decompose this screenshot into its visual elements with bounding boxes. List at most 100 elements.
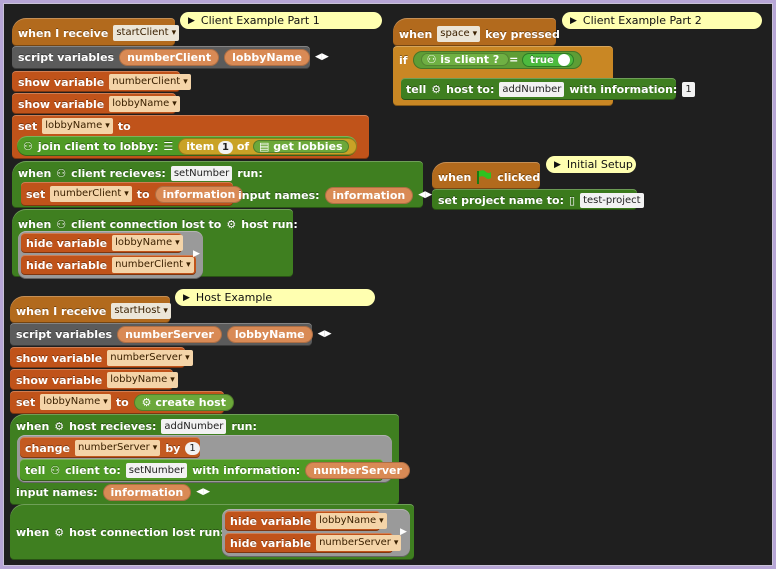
- variable-dropdown[interactable]: lobbyName: [42, 118, 113, 134]
- hide-variable-numberclient-block[interactable]: hide variable numberClient: [21, 255, 196, 275]
- message-dropdown[interactable]: startHost: [111, 303, 171, 319]
- numberserver-variable[interactable]: numberServer: [305, 461, 410, 479]
- when-i-receive-startclient-block[interactable]: when I receive startClient: [12, 18, 180, 46]
- block-label: set project name to:: [438, 193, 565, 207]
- collapse-triangle-icon[interactable]: ▶: [570, 15, 577, 26]
- expand-arrow-icon[interactable]: ▶: [400, 527, 407, 537]
- script-variables-host-block[interactable]: script variables numberServer lobbyName …: [10, 323, 332, 346]
- is-client-predicate[interactable]: ⚇ is client ?: [420, 52, 510, 66]
- when-key-pressed-block[interactable]: when space key pressed: [393, 18, 560, 46]
- hide-variable-lobbyname-host-block[interactable]: hide variable lobbyName: [225, 511, 387, 531]
- message-slot[interactable]: setNumber: [170, 165, 233, 181]
- true-toggle[interactable]: true: [522, 53, 574, 68]
- hide-variables-ring[interactable]: hide variable lobbyName hide variable nu…: [18, 231, 203, 279]
- block-label: clicked: [497, 170, 541, 184]
- set-project-name-block[interactable]: set project name to: ▯ test-project: [432, 189, 644, 210]
- set-numberclient-block[interactable]: set numberClient to information: [21, 182, 244, 206]
- scripts-canvas[interactable]: ▶ Client Example Part 1 when I receive s…: [4, 4, 772, 565]
- when-client-connection-lost-block[interactable]: when ⚇ client connection lost to ⚙ host …: [12, 209, 298, 279]
- item-of-reporter[interactable]: item 1 of ▤ get lobbies: [178, 137, 357, 155]
- variable-dropdown[interactable]: lobbyName: [40, 394, 111, 410]
- variable-dropdown[interactable]: numberServer: [74, 440, 161, 456]
- variable-dropdown[interactable]: lobbyName: [109, 96, 180, 112]
- message-dropdown[interactable]: startClient: [113, 25, 180, 41]
- variable-numberserver[interactable]: numberServer: [117, 325, 222, 343]
- database-icon: ☰: [163, 139, 174, 153]
- tell-host-block[interactable]: tell ⚙ host to: addNumber with informati…: [401, 78, 695, 100]
- input-name-information[interactable]: information: [324, 186, 414, 204]
- variable-lobbyname[interactable]: lobbyName: [226, 325, 313, 343]
- block-label: hide variable: [26, 236, 108, 250]
- set-lobbyname-host-block[interactable]: set lobbyName to ⚙ create host: [10, 391, 234, 414]
- comment-initial-setup[interactable]: ▶ Initial Setup: [546, 156, 636, 173]
- expand-arrows-icon[interactable]: ◀▶: [418, 190, 433, 200]
- join-client-to-lobby-reporter[interactable]: ⚇ join client to lobby: ☰ item 1 of ▤ ge…: [17, 136, 357, 156]
- tell-client-block[interactable]: tell ⚇ client to: setNumber with informa…: [20, 459, 410, 481]
- variable-numberclient[interactable]: numberClient: [119, 48, 220, 66]
- show-variable-numberserver-block[interactable]: show variable numberServer: [10, 347, 193, 368]
- network-sprite-icon: ⚇: [50, 463, 61, 477]
- variable-dropdown[interactable]: numberClient: [109, 74, 191, 90]
- collapse-triangle-icon[interactable]: ▶: [188, 15, 195, 26]
- when-host-receives-block[interactable]: when ⚙ host recieves: addNumber run: cha…: [10, 414, 410, 505]
- block-label: tell: [406, 82, 427, 96]
- comment-client-part2[interactable]: ▶ Client Example Part 2: [562, 12, 762, 29]
- message-slot[interactable]: setNumber: [125, 462, 188, 478]
- message-slot[interactable]: addNumber: [499, 81, 565, 97]
- hide-variable-numberserver-host-block[interactable]: hide variable numberServer: [225, 533, 402, 553]
- change-numberserver-block[interactable]: change numberServer by 1: [20, 437, 200, 458]
- block-label: if: [399, 53, 408, 67]
- variable-lobbyname[interactable]: lobbyName: [224, 48, 310, 66]
- comment-client-part1[interactable]: ▶ Client Example Part 1: [180, 12, 382, 29]
- block-label: show variable: [18, 97, 105, 111]
- collapse-triangle-icon[interactable]: ▶: [183, 292, 190, 303]
- expand-arrows-icon[interactable]: ◀▶: [314, 52, 329, 62]
- variable-dropdown[interactable]: lobbyName: [107, 372, 178, 388]
- collapse-triangle-icon[interactable]: ▶: [554, 159, 561, 170]
- show-variable-lobbyname-block[interactable]: show variable lobbyName: [12, 93, 180, 114]
- input-name-information[interactable]: information: [102, 483, 192, 501]
- block-label: by: [165, 441, 181, 455]
- when-flag-clicked-block[interactable]: when clicked: [432, 162, 540, 189]
- show-variable-lobbyname-host-block[interactable]: show variable lobbyName: [10, 369, 178, 390]
- comment-host-example[interactable]: ▶ Host Example: [175, 289, 375, 306]
- information-variable[interactable]: information: [154, 185, 244, 203]
- get-lobbies-reporter[interactable]: get lobbies: [273, 139, 343, 153]
- variable-dropdown[interactable]: numberServer: [107, 350, 193, 366]
- comment-text: Initial Setup: [566, 158, 633, 171]
- variable-dropdown[interactable]: lobbyName: [112, 235, 183, 251]
- equals-predicate[interactable]: ⚇ is client ? = true: [412, 50, 582, 70]
- when-host-connection-lost-block[interactable]: when ⚙ host connection lost run: hide va…: [10, 504, 414, 560]
- block-label: tell: [25, 463, 46, 477]
- block-label: to: [115, 395, 129, 409]
- network-sprite-icon: ⚇: [56, 217, 67, 231]
- script-variables-client-block[interactable]: script variables numberClient lobbyName …: [12, 46, 329, 69]
- set-lobbyname-block[interactable]: set lobbyName to ⚇ join client to lobby:…: [12, 115, 369, 159]
- hide-variable-lobbyname-block[interactable]: hide variable lobbyName: [21, 233, 183, 253]
- expand-arrows-icon[interactable]: ◀▶: [196, 487, 211, 497]
- variable-dropdown[interactable]: lobbyName: [316, 513, 387, 529]
- variable-dropdown[interactable]: numberClient: [50, 186, 132, 202]
- block-label: input names:: [238, 188, 320, 202]
- change-by-slot[interactable]: 1: [185, 441, 200, 455]
- when-i-receive-starthost-block[interactable]: when I receive startHost: [10, 296, 171, 323]
- when-client-receives-block[interactable]: when ⚇ client recieves: setNumber run: s…: [12, 161, 432, 208]
- information-slot[interactable]: 1: [682, 81, 695, 97]
- variable-dropdown[interactable]: numberServer: [316, 535, 402, 551]
- host-receive-ring[interactable]: change numberServer by 1 tell ⚇ client t…: [17, 435, 410, 483]
- block-label: hide variable: [230, 514, 312, 528]
- create-host-reporter[interactable]: ⚙ create host: [133, 393, 234, 411]
- block-label: create host: [155, 395, 226, 409]
- block-label: with information:: [569, 82, 678, 96]
- key-dropdown[interactable]: space: [437, 26, 481, 42]
- hide-variables-host-ring[interactable]: hide variable lobbyName hide variable nu…: [222, 509, 410, 557]
- show-variable-numberclient-block[interactable]: show variable numberClient: [12, 71, 191, 92]
- block-label: with information:: [192, 463, 301, 477]
- expand-arrows-icon[interactable]: ◀▶: [317, 329, 332, 339]
- variable-dropdown[interactable]: numberClient: [112, 257, 194, 273]
- expand-arrow-icon[interactable]: ▶: [193, 249, 200, 259]
- message-slot[interactable]: addNumber: [161, 418, 227, 434]
- project-name-slot[interactable]: test-project: [580, 192, 644, 208]
- if-block[interactable]: if ⚇ is client ? = true tell ⚙ host to: …: [393, 46, 695, 106]
- item-index-slot[interactable]: 1: [218, 140, 234, 154]
